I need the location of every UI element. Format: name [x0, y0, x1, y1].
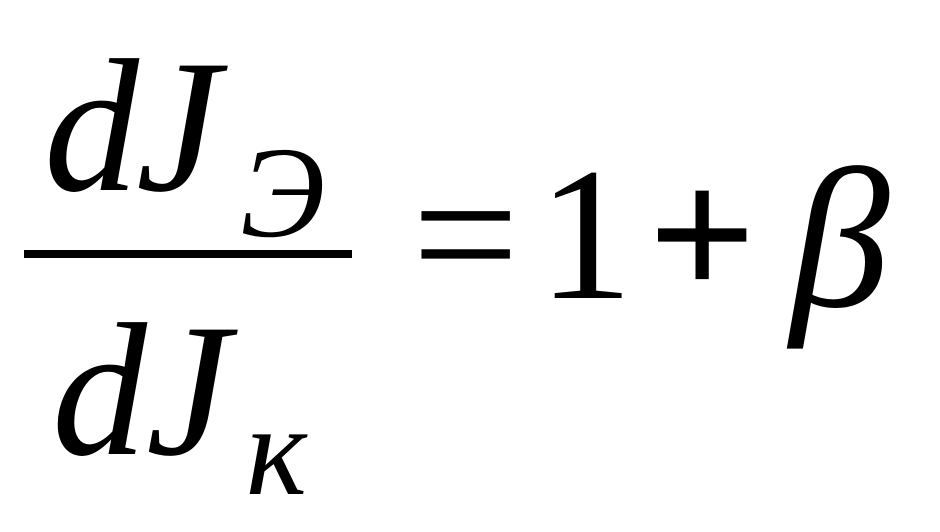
plus-sign: +: [648, 130, 757, 340]
number-one: 1: [538, 130, 633, 340]
fraction-bar: [24, 250, 352, 258]
equals-sign: =: [412, 130, 520, 340]
numerator-variable: J: [136, 22, 221, 232]
denominator-subscript: к: [246, 379, 307, 523]
numerator-d: d: [44, 22, 139, 232]
numerator-subscript: Э: [240, 121, 326, 265]
denominator-d: d: [52, 286, 147, 496]
beta-symbol: β: [790, 129, 890, 350]
denominator-variable: J: [146, 286, 231, 496]
